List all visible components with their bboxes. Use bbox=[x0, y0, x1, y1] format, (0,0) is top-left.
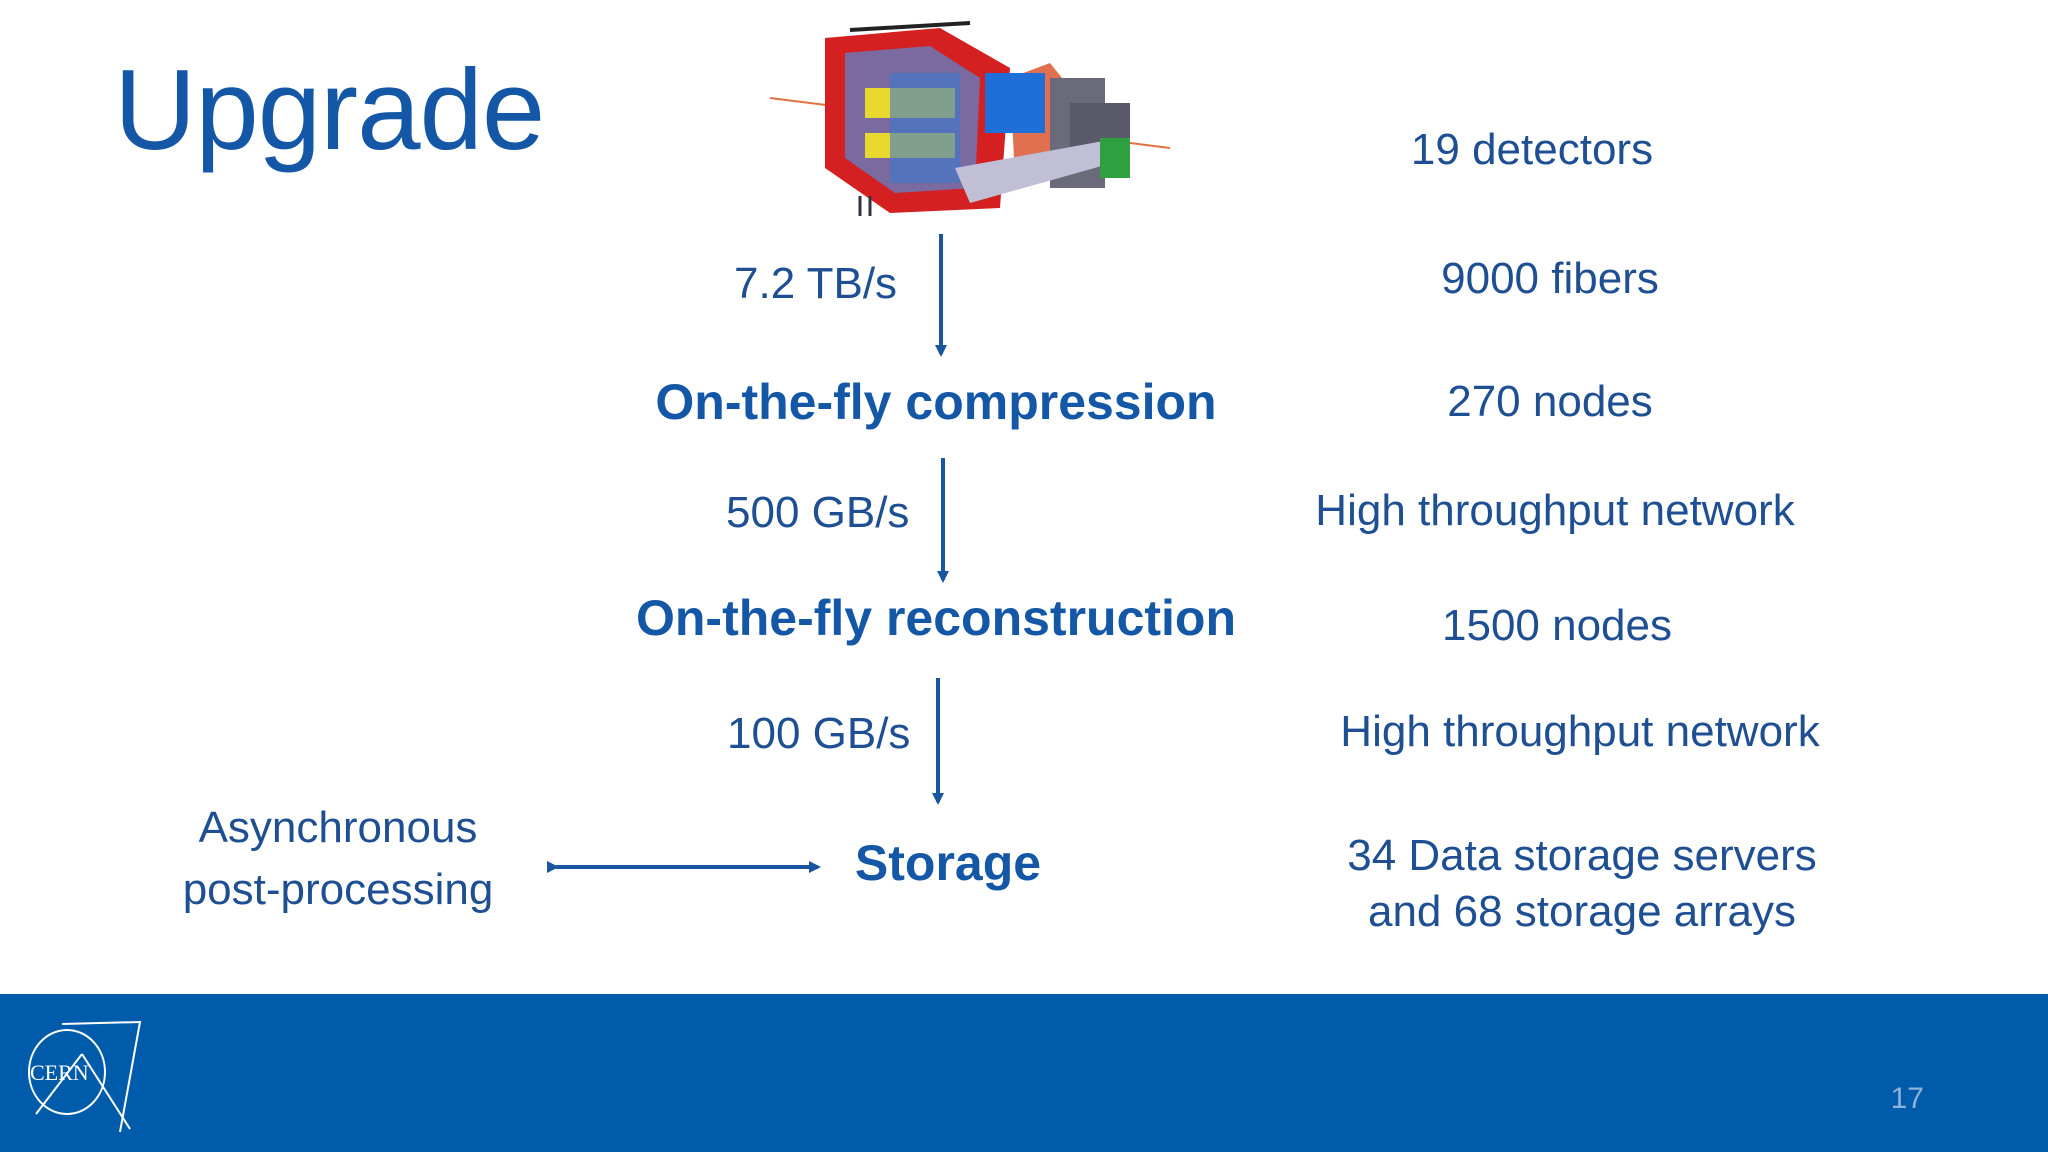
rate-compressed: 500 GB/s bbox=[726, 488, 910, 537]
page-number: 17 bbox=[1890, 1082, 1924, 1115]
cern-logo: CERN bbox=[28, 1020, 142, 1133]
stage-compression: On-the-fly compression bbox=[655, 374, 1217, 430]
spec-network-1: High throughput network bbox=[1315, 486, 1795, 535]
spec-fibers: 9000 fibers bbox=[1441, 254, 1659, 303]
spec-network-2: High throughput network bbox=[1340, 707, 1820, 756]
slide-title: Upgrade bbox=[114, 47, 545, 174]
rate-reconstructed: 100 GB/s bbox=[727, 709, 911, 758]
spec-storage-line1: 34 Data storage servers bbox=[1347, 831, 1817, 880]
stage-reconstruction: On-the-fly reconstruction bbox=[635, 590, 1237, 646]
rate-raw: 7.2 TB/s bbox=[734, 259, 898, 308]
spec-detectors: 19 detectors bbox=[1410, 125, 1654, 174]
side-label-line2: post-processing bbox=[182, 865, 494, 914]
spec-nodes-compression: 270 nodes bbox=[1447, 377, 1653, 426]
spec-storage-line2: and 68 storage arrays bbox=[1367, 887, 1797, 936]
cern-logo-text: CERN bbox=[30, 1060, 89, 1085]
detector-illustration bbox=[770, 21, 1170, 216]
stage-storage: Storage bbox=[854, 835, 1042, 891]
side-label-line1: Asynchronous bbox=[198, 803, 478, 852]
spec-nodes-reconstruction: 1500 nodes bbox=[1442, 601, 1672, 650]
footer-bar bbox=[0, 994, 2048, 1152]
